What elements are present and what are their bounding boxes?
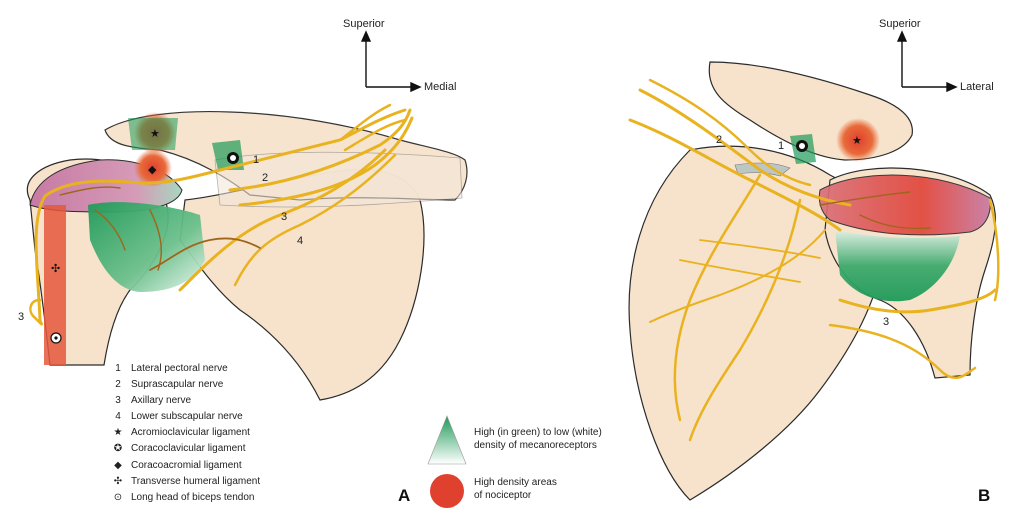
- nerve-number-3-b: 3: [883, 316, 890, 328]
- structure-legend: 1 Lateral pectoral nerve 2 Suprascapular n…: [113, 363, 313, 508]
- diamond-icon: ◆: [114, 459, 122, 471]
- acromioclavicular-symbol-b: ★: [852, 134, 862, 147]
- nociceptor-line2: of nociceptor: [474, 490, 532, 501]
- legend-label: Transverse humeral ligament: [131, 475, 261, 487]
- legend-row: ✪ Coracoclavicular ligament: [113, 443, 313, 459]
- nerves-a: [29, 103, 414, 326]
- legend-label: Lateral pectoral nerve: [131, 363, 228, 374]
- panel-b: ★: [628, 30, 1000, 501]
- cross-icon: ✣: [113, 475, 123, 487]
- nerve-number-1-a: 1: [253, 154, 260, 166]
- nociceptor-circle: [430, 474, 464, 508]
- superior-label-b: Superior: [879, 18, 921, 30]
- mechanoreceptor-line1: High (in green) to low (white): [474, 427, 602, 438]
- legend-row: ⊙ Long head of biceps tendon: [113, 492, 313, 508]
- legend-key: 3: [115, 395, 121, 407]
- legend-label: Acromioclavicular ligament: [131, 427, 250, 439]
- panel-letter-b: B: [978, 486, 991, 505]
- legend-label: Long head of biceps tendon: [131, 491, 255, 503]
- orientation-arrows-b: [896, 30, 958, 93]
- legend-row: ✣ Transverse humeral ligament: [113, 476, 313, 492]
- legend-row: 4 Lower subscapular nerve: [113, 411, 313, 427]
- legend-label: Suprascapular nerve: [131, 379, 224, 391]
- legend-row: ◆ Coracoacromial ligament: [113, 460, 313, 476]
- nerve-number-1-b: 1: [778, 140, 785, 152]
- legend-label: Axillary nerve: [131, 395, 192, 407]
- legend-key: 4: [115, 411, 121, 423]
- nerve-number-3-humerus-a: 3: [18, 311, 25, 323]
- nerves-b: [628, 78, 1000, 442]
- panel-letter-a: A: [398, 486, 411, 505]
- nociceptor-line1: High density areas: [474, 477, 557, 488]
- mechanoreceptor-legend-text: High (in green) to low (white) density o…: [474, 426, 602, 452]
- legend-key: 2: [115, 379, 121, 391]
- mechanoreceptor-capsule-a: [88, 202, 205, 292]
- legend-row: 2 Suprascapular nerve: [113, 379, 313, 395]
- transverse-humeral-symbol-a: ✣: [51, 262, 60, 275]
- panel-a: ★ ◆ ✣: [26, 30, 468, 401]
- lateral-label-b: Lateral: [960, 81, 994, 93]
- legend-label: Lower subscapular nerve: [131, 411, 243, 423]
- nociceptor-acromioclavicular-b: [836, 118, 880, 162]
- coracoacromial-symbol-a: ◆: [148, 163, 157, 176]
- acromioclavicular-ligament-a: [128, 118, 178, 150]
- nociceptor-coracoacromial-a: [134, 149, 172, 187]
- star-icon: ★: [113, 427, 123, 439]
- nerve-number-2-b: 2: [716, 134, 723, 146]
- legend-key: 1: [115, 363, 121, 374]
- legend-row: 1 Lateral pectoral nerve: [113, 363, 313, 379]
- superior-label-a: Superior: [343, 18, 385, 30]
- orientation-arrows-a: [360, 30, 422, 93]
- nociceptor-legend-text: High density areas of nociceptor: [474, 476, 557, 502]
- dot-circle-icon: ⊙: [113, 491, 123, 503]
- medial-label-a: Medial: [424, 81, 457, 93]
- legend-label: Coracoacromial ligament: [131, 459, 242, 471]
- legend-row: ★ Acromioclavicular ligament: [113, 427, 313, 443]
- mechanoreceptor-line2: density of mecanoreceptors: [474, 440, 597, 451]
- nerve-number-3-a: 3: [281, 211, 288, 223]
- nerve-number-2-a: 2: [262, 172, 269, 184]
- density-legend-swatches: [427, 415, 467, 508]
- mechanoreceptor-triangle: [427, 415, 467, 465]
- gear-icon: ✪: [113, 443, 123, 455]
- suprascapular-ligament-b: [734, 162, 791, 177]
- humeral-head-capsule-b: [818, 174, 991, 236]
- mechanoreceptor-capsule-b: [835, 230, 960, 302]
- legend-row: 3 Axillary nerve: [113, 395, 313, 411]
- legend-label: Coracoclavicular ligament: [131, 443, 246, 455]
- transverse-humeral-ligament-a: [44, 205, 66, 365]
- acromioclavicular-symbol-a: ★: [150, 127, 160, 140]
- nerve-number-4-a: 4: [297, 235, 304, 247]
